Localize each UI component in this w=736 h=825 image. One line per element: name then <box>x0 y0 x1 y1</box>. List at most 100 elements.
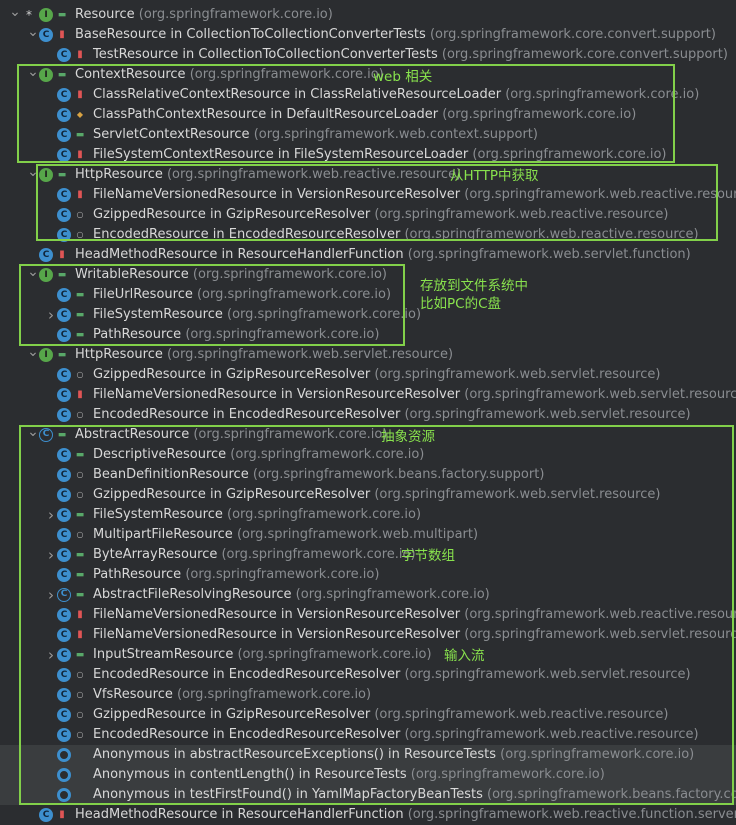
package-name: (org.springframework.core.io) <box>295 587 490 602</box>
package-private-icon: ○ <box>76 490 84 499</box>
chevron-down-icon[interactable]: ⌄ <box>27 64 39 80</box>
package-name: (org.springframework.web.multipart) <box>236 527 479 542</box>
package-private-icon: ○ <box>76 670 84 679</box>
type-name: Resource <box>75 7 135 22</box>
tree-row[interactable]: C○EncodedResource in EncodedResourceReso… <box>0 405 736 425</box>
annotation-filesystem-line1: 存放到文件系统中 <box>420 278 528 294</box>
type-name: EncodedResource in EncodedResourceResolv… <box>93 727 401 742</box>
focus-star-icon: * <box>26 8 32 22</box>
package-name: (org.springframework.core.io) <box>185 327 380 342</box>
chevron-down-icon[interactable]: ⌄ <box>27 164 39 180</box>
tree-row[interactable]: C▮FileNameVersionedResource in VersionRe… <box>0 185 736 205</box>
package-name: (org.springframework.web.servlet.resourc… <box>166 347 454 362</box>
annotation-abstract: 抽象资源 <box>381 429 435 445</box>
protected-modifier-icon: ◆ <box>76 110 84 119</box>
tree-row[interactable]: ›C▬ByteArrayResource (org.springframewor… <box>0 545 736 565</box>
tree-row[interactable]: ›C▬AbstractFileResolvingResource (org.sp… <box>0 585 736 605</box>
chevron-down-icon[interactable]: ⌄ <box>9 4 21 20</box>
tree-row[interactable]: C○EncodedResource in EncodedResourceReso… <box>0 665 736 685</box>
type-name: BaseResource in CollectionToCollectionCo… <box>75 27 426 42</box>
tree-row[interactable]: C▬PathResource (org.springframework.core… <box>0 565 736 585</box>
package-private-icon: ○ <box>76 730 84 739</box>
public-modifier-icon: ▬ <box>57 170 67 180</box>
tree-row[interactable]: C▮ClassRelativeContextResource in ClassR… <box>0 85 736 105</box>
class-icon: C <box>57 188 71 202</box>
chevron-right-icon[interactable]: › <box>48 546 54 564</box>
chevron-right-icon[interactable]: › <box>48 306 54 324</box>
public-modifier-icon: ▬ <box>75 510 85 520</box>
chevron-right-icon[interactable]: › <box>48 586 54 604</box>
tree-row[interactable]: Anonymous in testFirstFound() in YamlMap… <box>0 785 736 805</box>
type-name: WritableResource <box>75 267 189 282</box>
tree-row[interactable]: C▮FileSystemContextResource in FileSyste… <box>0 145 736 165</box>
tree-row[interactable]: ›C▬FileSystemResource (org.springframewo… <box>0 305 736 325</box>
tree-row[interactable]: ⌄I▬HttpResource (org.springframework.web… <box>0 165 736 185</box>
class-icon: C <box>57 688 71 702</box>
tree-row[interactable]: C▬FileUrlResource (org.springframework.c… <box>0 285 736 305</box>
tree-row[interactable]: C○GzippedResource in GzipResourceResolve… <box>0 485 736 505</box>
package-name: (org.springframework.core.io) <box>185 567 380 582</box>
package-name: (org.springframework.web.servlet.functio… <box>407 247 691 262</box>
abstract-class-icon: C <box>57 588 71 602</box>
type-name: EncodedResource in EncodedResourceResolv… <box>93 227 401 242</box>
public-modifier-icon: ▬ <box>57 10 67 20</box>
class-icon: C <box>57 708 71 722</box>
tree-row[interactable]: C▮FileNameVersionedResource in VersionRe… <box>0 625 736 645</box>
type-name: GzippedResource in GzipResourceResolver <box>93 367 371 382</box>
tree-row[interactable]: Anonymous in abstractResourceExceptions(… <box>0 745 736 765</box>
tree-row[interactable]: C○GzippedResource in GzipResourceResolve… <box>0 365 736 385</box>
tree-row[interactable]: ⌄C ▮ BaseResource in CollectionToCollectio… <box>0 25 736 45</box>
tree-row[interactable]: ›C▬InputStreamResource (org.springframew… <box>0 645 736 665</box>
type-name: ClassPathContextResource in DefaultResou… <box>93 107 439 122</box>
tree-row[interactable]: C○EncodedResource in EncodedResourceReso… <box>0 225 736 245</box>
tree-row[interactable]: C○VfsResource (org.springframework.core.… <box>0 685 736 705</box>
chevron-right-icon[interactable]: › <box>48 506 54 524</box>
tree-row[interactable]: C▬PathResource (org.springframework.core… <box>0 325 736 345</box>
type-name: GzippedResource in GzipResourceResolver <box>93 207 371 222</box>
package-name: (org.springframework.beans.factory.confi… <box>487 787 736 802</box>
class-icon: C <box>39 28 53 42</box>
tree-row[interactable]: ⌄*I▬Resource (org.springframework.core.i… <box>0 5 736 25</box>
tree-row[interactable]: C◆ClassPathContextResource in DefaultRes… <box>0 105 736 125</box>
tree-row[interactable]: C▮FileNameVersionedResource in VersionRe… <box>0 605 736 625</box>
tree-row[interactable]: C○BeanDefinitionResource (org.springfram… <box>0 465 736 485</box>
type-name: AbstractResource <box>75 427 190 442</box>
annotation-filesystem-line2: 比如PC的C盘 <box>420 296 501 312</box>
private-lock-icon: ▮ <box>59 29 65 40</box>
chevron-down-icon[interactable]: ⌄ <box>27 264 39 280</box>
tree-row[interactable]: C▮TestResource in CollectionToCollection… <box>0 45 736 65</box>
chevron-down-icon[interactable]: ⌄ <box>27 424 39 440</box>
tree-row[interactable]: C○GzippedResource in GzipResourceResolve… <box>0 705 736 725</box>
type-name: Anonymous in abstractResourceExceptions(… <box>93 747 497 762</box>
class-icon: C <box>57 308 71 322</box>
interface-icon: I <box>39 348 53 362</box>
type-name: BeanDefinitionResource <box>93 467 249 482</box>
tree-row[interactable]: C▮FileNameVersionedResource in VersionRe… <box>0 385 736 405</box>
chevron-down-icon[interactable]: ⌄ <box>27 344 39 360</box>
private-lock-icon: ▮ <box>77 389 83 400</box>
tree-row[interactable]: Anonymous in contentLength() in Resource… <box>0 765 736 785</box>
tree-row[interactable]: ⌄I▬ContextResource (org.springframework.… <box>0 65 736 85</box>
tree-row[interactable]: C▮HeadMethodResource in ResourceHandlerF… <box>0 805 736 825</box>
tree-row[interactable]: C▮HeadMethodResource in ResourceHandlerF… <box>0 245 736 265</box>
package-name: (org.springframework.web.reactive.resour… <box>464 607 736 622</box>
package-name: (org.springframework.core.io) <box>193 427 388 442</box>
private-lock-icon: ▮ <box>59 249 65 260</box>
tree-row[interactable]: C○MultipartFileResource (org.springframe… <box>0 525 736 545</box>
tree-row[interactable]: C○EncodedResource in EncodedResourceReso… <box>0 725 736 745</box>
package-name: (org.springframework.web.reactive.resour… <box>464 187 736 202</box>
chevron-right-icon[interactable]: › <box>48 646 54 664</box>
type-name: GzippedResource in GzipResourceResolver <box>93 707 371 722</box>
tree-row[interactable]: ⌄I▬HttpResource (org.springframework.web… <box>0 345 736 365</box>
class-icon: C <box>57 468 71 482</box>
package-name: (org.springframework.core.io) <box>192 267 387 282</box>
tree-row[interactable]: ›C▬FileSystemResource (org.springframewo… <box>0 505 736 525</box>
tree-row[interactable]: C▬ServletContextResource (org.springfram… <box>0 125 736 145</box>
tree-row[interactable]: ⌄C▬AbstractResource (org.springframework… <box>0 425 736 445</box>
type-name: Anonymous in contentLength() in Resource… <box>93 767 407 782</box>
tree-row[interactable]: ⌄I▬WritableResource (org.springframework… <box>0 265 736 285</box>
chevron-down-icon[interactable]: ⌄ <box>27 24 39 40</box>
tree-row[interactable]: C▬DescriptiveResource (org.springframewo… <box>0 445 736 465</box>
tree-row[interactable]: C○GzippedResource in GzipResourceResolve… <box>0 205 736 225</box>
